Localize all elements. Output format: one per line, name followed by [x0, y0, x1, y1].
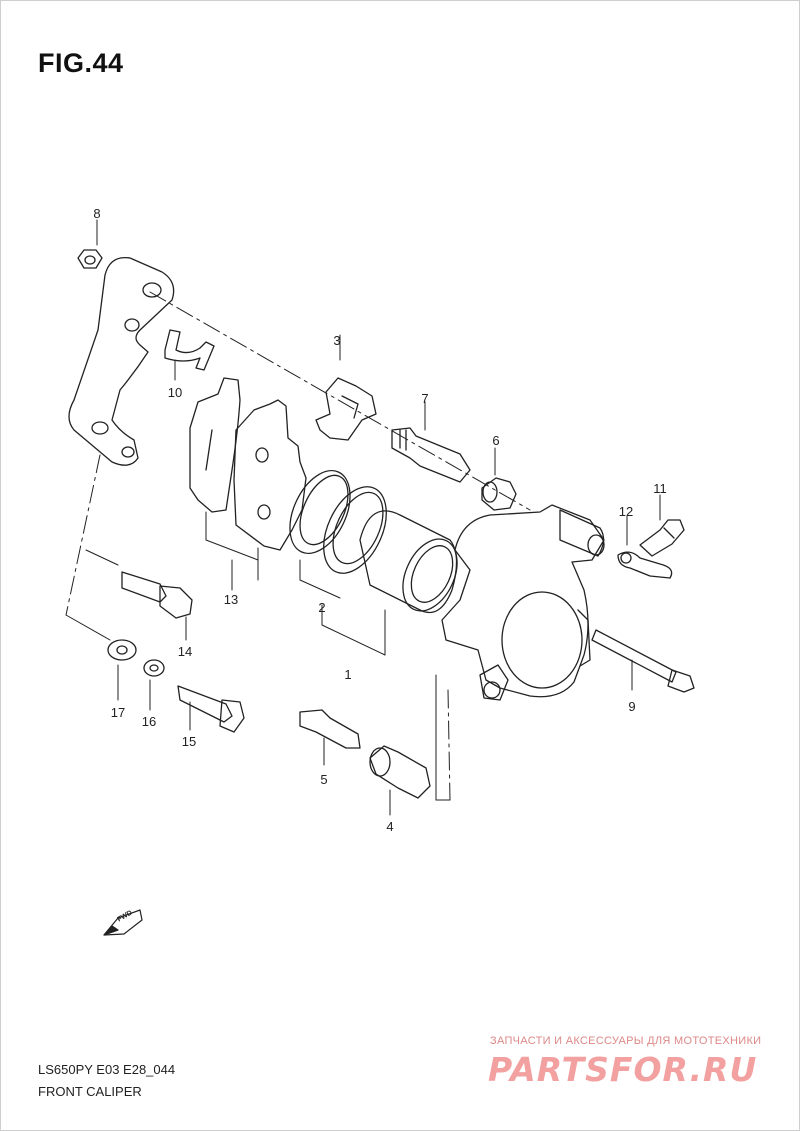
callout-5: 5 — [320, 772, 328, 787]
plug-part-4 — [369, 745, 431, 799]
callout-14: 14 — [177, 644, 193, 659]
caliper-bracket — [68, 256, 175, 466]
pin-part-5 — [299, 709, 361, 749]
callout-13: 13 — [223, 592, 239, 607]
pad-spring-part-10 — [164, 329, 215, 371]
callout-4: 4 — [386, 819, 394, 834]
brake-pads-part-13 — [189, 377, 307, 581]
figure-caption: FRONT CALIPER — [38, 1084, 142, 1099]
piston-seals-part-2 — [289, 469, 387, 599]
callout-10: 10 — [167, 385, 183, 400]
model-code: LS650PY E03 E28_044 — [38, 1062, 176, 1077]
watermark-brand: PARTSFOR.RU — [488, 1050, 758, 1089]
bolt-part-14 — [121, 571, 193, 619]
callout-17: 17 — [110, 705, 126, 720]
watermark-tagline: ЗАПЧАСТИ И АКСЕССУАРЫ ДЛЯ МОТОТЕХНИКИ — [490, 1035, 762, 1047]
callout-11: 11 — [653, 481, 667, 496]
piston — [359, 510, 458, 614]
nut-part-8 — [77, 249, 103, 269]
callout-8: 8 — [93, 206, 101, 221]
callout-7: 7 — [421, 391, 429, 406]
leader-lines — [65, 219, 661, 816]
rubber-boot-part-6 — [481, 477, 517, 511]
bolt-part-15 — [177, 685, 245, 733]
callout-15: 15 — [181, 734, 197, 749]
bleeder-valve-part-11 — [639, 519, 685, 557]
slide-pin-part-7 — [391, 427, 471, 483]
long-pin-part-9 — [591, 629, 695, 693]
lock-washer-part-16 — [143, 659, 165, 677]
bleeder-cap-part-12 — [617, 551, 673, 579]
callout-16: 16 — [141, 714, 157, 729]
callout-9: 9 — [628, 699, 636, 714]
callout-1: 1 — [344, 667, 352, 682]
fwd-arrow-icon — [103, 909, 143, 936]
callout-3: 3 — [333, 333, 341, 348]
washer-part-17 — [107, 639, 137, 661]
figure-title: FIG.44 — [38, 48, 124, 78]
callout-2: 2 — [318, 600, 326, 615]
caliper-body — [441, 504, 605, 701]
callout-6: 6 — [492, 433, 500, 448]
callout-12: 12 — [618, 504, 634, 519]
pad-retainer-part-3 — [315, 377, 377, 441]
